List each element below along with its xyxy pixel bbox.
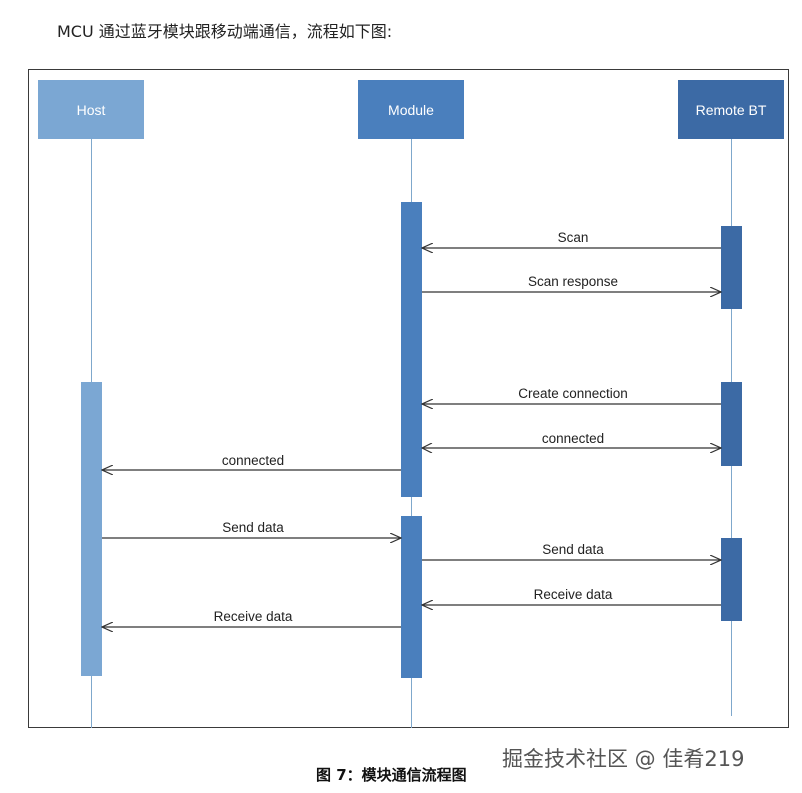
message-label-send-data-remote: Send data — [542, 542, 604, 557]
figure-caption: 图 7：模块通信流程图 — [316, 766, 467, 784]
activation-remote-3 — [721, 538, 742, 621]
message-label-create-connection: Create connection — [518, 386, 628, 401]
message-label-connected-host: connected — [221, 453, 285, 468]
message-label-send-data-host: Send data — [222, 520, 284, 535]
activation-module-2 — [401, 516, 422, 678]
message-label-receive-data-host: Receive data — [213, 609, 293, 624]
message-label-scan-response: Scan response — [527, 274, 619, 289]
message-label-connected-remote: connected — [541, 431, 605, 446]
activation-remote-1 — [721, 226, 742, 309]
actor-module: Module — [358, 80, 464, 139]
activation-remote-2 — [721, 382, 742, 466]
intro-text: MCU 通过蓝牙模块跟移动端通信，流程如下图: — [57, 22, 393, 41]
message-label-scan: Scan — [557, 230, 589, 245]
activation-module-1 — [401, 202, 422, 497]
activation-host-1 — [81, 382, 102, 676]
actor-remote-bt: Remote BT — [678, 80, 784, 139]
message-label-receive-data-module: Receive data — [533, 587, 613, 602]
actor-host: Host — [38, 80, 144, 139]
watermark: 掘金技术社区 @ 佳肴219 — [502, 747, 745, 771]
